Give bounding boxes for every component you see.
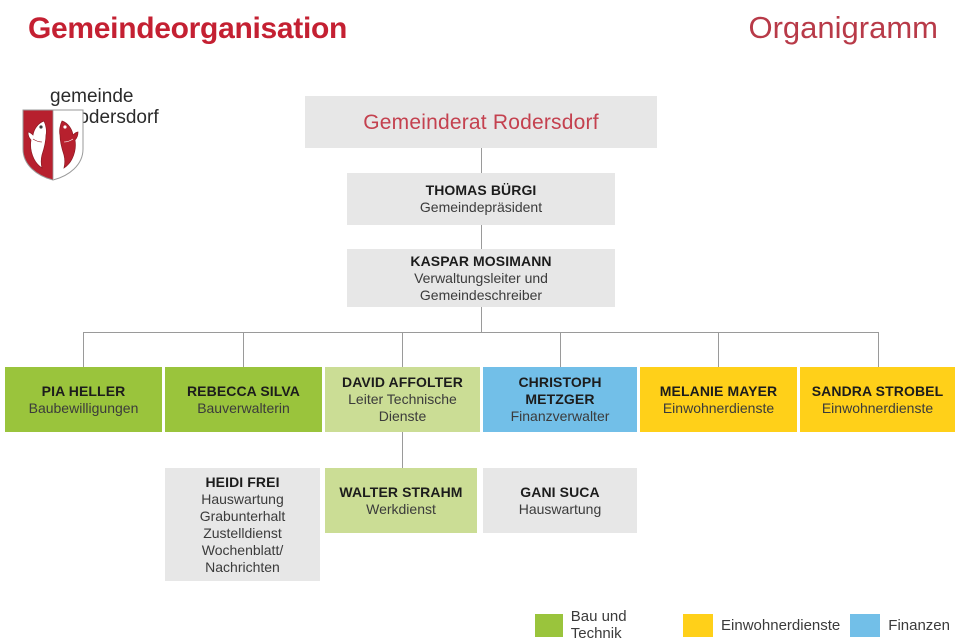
legend-item-einwohnerdienste: Einwohnerdienste [683,613,841,637]
node-heidi-frei-role-line5: Nachrichten [205,558,280,575]
node-heidi-frei[interactable]: HEIDI FREI Hauswartung Grabunterhalt Zus… [165,468,320,581]
node-pia-heller[interactable]: PIA HELLER Baubewilligungen [5,367,162,432]
legend-swatch-blue [850,613,881,637]
node-thomas-buergi-name: THOMAS BÜRGI [425,182,537,198]
legend-item-bau-und-technik: Bau und Technik [535,608,673,639]
node-david-affolter[interactable]: DAVID AFFOLTER Leiter Technische Dienste [325,367,480,432]
node-pia-heller-name: PIA HELLER [41,382,126,399]
node-david-affolter-role-line2: Dienste [378,408,427,424]
connector-bus-to-metzger [560,332,561,367]
node-thomas-buergi[interactable]: THOMAS BÜRGI Gemeindepräsident [347,173,615,225]
node-gani-suca-name: GANI SUCA [520,483,600,500]
node-thomas-buergi-role: Gemeindepräsident [419,199,543,215]
logo-wordmark: gemeinde rodersdorf [50,86,159,128]
node-gemeinderat-name: Gemeinderat Rodersdorf [363,110,599,134]
connector-affolter-to-strahm [402,432,403,468]
node-kaspar-mosimann[interactable]: KASPAR MOSIMANN Verwaltungsleiter und Ge… [347,249,615,307]
node-rebecca-silva-role: Bauverwalterin [197,399,290,416]
municipality-logo: gemeinde rodersdorf [22,86,222,182]
node-christoph-metzger-name-line2: METZGER [525,391,595,407]
legend-label-finanzen: Finanzen [888,616,950,634]
node-walter-strahm-role: Werkdienst [366,500,436,517]
connector-mosimann-down [481,307,482,332]
node-david-affolter-name: DAVID AFFOLTER [342,374,463,390]
node-melanie-mayer-name: MELANIE MAYER [659,382,778,399]
connector-buergi-to-mosimann [481,225,482,249]
node-sandra-strobel[interactable]: SANDRA STROBEL Einwohnerdienste [800,367,955,432]
node-walter-strahm-name: WALTER STRAHM [339,483,463,500]
node-sandra-strobel-name: SANDRA STROBEL [811,382,944,399]
connector-council-to-buergi [481,148,482,173]
node-christoph-metzger-name-line1: CHRISTOPH [518,374,602,390]
node-gemeinderat[interactable]: Gemeinderat Rodersdorf [305,96,657,148]
legend-item-finanzen: Finanzen [850,613,950,637]
node-kaspar-mosimann-role-line2: Gemeindeschreiber [419,286,543,303]
node-christoph-metzger[interactable]: CHRISTOPH METZGER Finanzverwalter [483,367,637,432]
legend-label-bau-und-technik: Bau und Technik [570,608,627,639]
node-rebecca-silva-name: REBECCA SILVA [186,382,301,399]
node-walter-strahm[interactable]: WALTER STRAHM Werkdienst [325,468,477,533]
connector-bus-to-strobel [878,332,879,367]
connector-bus-to-heller [83,332,84,367]
node-rebecca-silva[interactable]: REBECCA SILVA Bauverwalterin [165,367,322,432]
page-subtitle: Organigramm [748,10,939,45]
node-gani-suca-role: Hauswartung [518,500,602,517]
legend-label-einwohnerdienste: Einwohnerdienste [721,616,841,634]
legend: Bau und Technik Einwohnerdienste Finanze… [535,608,960,639]
legend-swatch-yellow [683,613,714,637]
node-david-affolter-role-line1: Leiter Technische [348,391,457,407]
logo-line-1: gemeinde [50,86,134,107]
node-christoph-metzger-role: Finanzverwalter [510,408,610,424]
connector-bus-to-mayer [718,332,719,367]
node-gani-suca[interactable]: GANI SUCA Hauswartung [483,468,637,533]
node-sandra-strobel-role: Einwohnerdienste [821,399,934,416]
logo-line-2: rodersdorf [72,107,159,128]
legend-swatch-green [535,613,563,637]
page-title: Gemeindeorganisation [28,12,348,45]
coat-of-arms-icon [22,109,84,181]
connector-horizontal-bus [83,332,879,333]
node-heidi-frei-role-line1: Hauswartung [201,490,284,507]
node-heidi-frei-role-line3: Zustelldienst [203,524,282,541]
node-heidi-frei-name: HEIDI FREI [205,473,280,490]
node-kaspar-mosimann-name: KASPAR MOSIMANN [410,252,552,269]
connector-bus-to-silva [243,332,244,367]
node-heidi-frei-role-line2: Grabunterhalt [199,507,286,524]
node-melanie-mayer-role: Einwohnerdienste [662,399,775,416]
connector-bus-to-affolter [402,332,403,367]
node-pia-heller-role: Baubewilligungen [28,399,139,416]
node-heidi-frei-role-line4: Wochenblatt/ [201,541,284,558]
node-kaspar-mosimann-role-line1: Verwaltungsleiter und [414,269,548,286]
node-melanie-mayer[interactable]: MELANIE MAYER Einwohnerdienste [640,367,797,432]
